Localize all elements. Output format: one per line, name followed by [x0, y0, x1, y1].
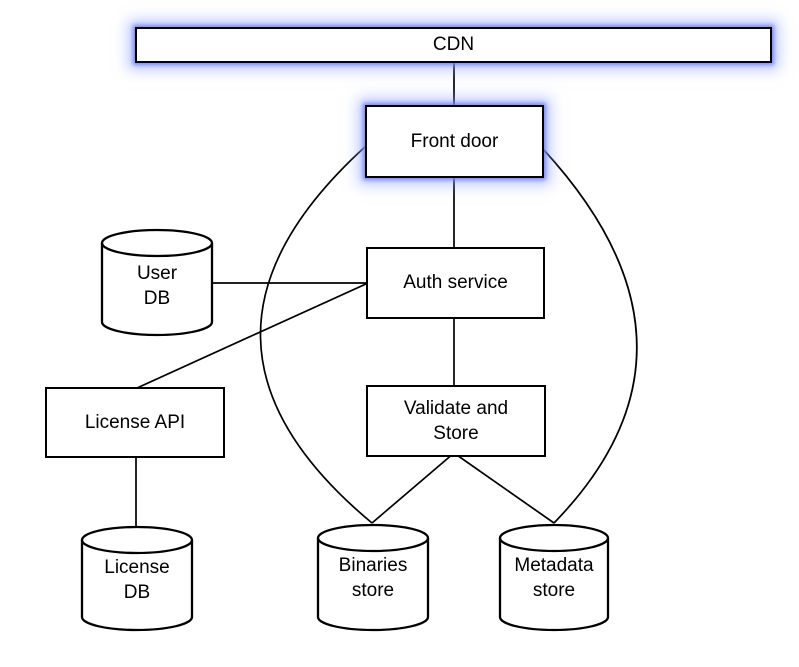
node-auth-service: Auth service	[366, 247, 545, 319]
edge-auth-license-api	[136, 272, 391, 389]
node-binaries-store-shape	[316, 523, 430, 632]
node-metadata-store-shape	[498, 523, 610, 632]
node-license-db-shape	[80, 525, 194, 632]
node-user-db-shape	[100, 228, 214, 337]
node-validate-and-store: Validate and Store	[366, 385, 546, 457]
edge-front-door-binaries-curve	[259, 145, 373, 524]
edge-validate-metadata	[453, 452, 555, 524]
node-cdn: CDN	[135, 27, 772, 63]
edge-front-door-metadata-curve	[542, 148, 638, 524]
edge-validate-binaries	[371, 452, 455, 524]
node-front-door: Front door	[365, 105, 544, 178]
node-license-api: License API	[45, 387, 225, 458]
